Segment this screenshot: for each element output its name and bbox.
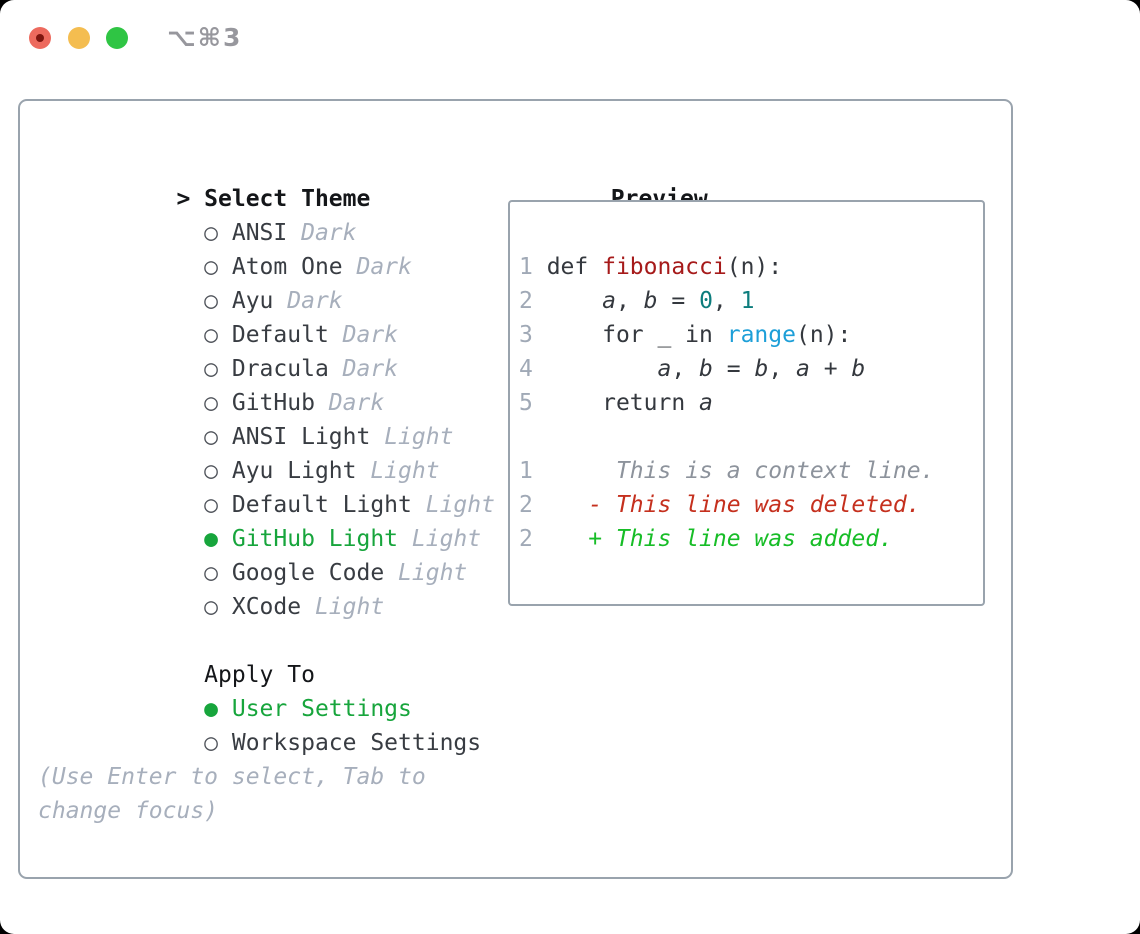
code-line-1: 1 def fibonacci(n):	[519, 254, 783, 280]
titlebar: ⌥⌘3	[0, 0, 1140, 76]
theme-variant-label: Light	[425, 492, 495, 518]
theme-variant-label: Light	[384, 424, 454, 450]
radio-icon: ○	[204, 424, 219, 450]
radio-icon: ○	[204, 560, 219, 586]
theme-variant-label: Dark	[328, 390, 385, 416]
theme-item[interactable]: ○ Default Dark	[38, 284, 495, 348]
radio-icon: ○	[204, 458, 219, 484]
diff-context-line: 1 This is a context line.	[519, 458, 935, 484]
apply-to-option[interactable]: ○ Workspace Settings	[38, 692, 495, 756]
theme-variant-label: Dark	[287, 288, 343, 314]
theme-name: Google Code	[231, 560, 385, 586]
keyboard-hint-line-1: (Use Enter to select, Tab to	[38, 764, 426, 790]
blank-line	[519, 420, 983, 454]
theme-name: GitHub Light	[231, 526, 399, 552]
code-line-2: 2 a, b = 0, 1	[519, 288, 755, 314]
theme-preview-box: 1 def fibonacci(n): 2 a, b = 0, 1 3 for …	[508, 200, 985, 606]
select-theme-title: Select Theme	[204, 186, 371, 212]
theme-item[interactable]: ○ ANSI Dark	[38, 182, 495, 246]
code-line-3: 3 for _ in range(n):	[519, 322, 852, 348]
apply-to-option-label: Workspace Settings	[231, 730, 482, 756]
radio-icon: ○	[204, 390, 219, 416]
theme-variant-label: Dark	[342, 356, 399, 382]
radio-icon: ○	[204, 356, 219, 382]
theme-name: Default	[231, 322, 329, 348]
theme-name: Ayu	[231, 288, 274, 314]
close-dot-icon	[36, 34, 44, 42]
theme-item[interactable]: ○ ANSI Light Light	[38, 386, 495, 450]
apply-to-option[interactable]: ● User Settings	[38, 658, 495, 722]
theme-variant-label: Dark	[356, 254, 412, 280]
radio-icon: ○	[204, 492, 219, 518]
theme-variant-label: Light	[411, 526, 482, 552]
theme-item[interactable]: ○ Default Light Light	[38, 454, 495, 518]
radio-icon: ●	[204, 696, 219, 722]
theme-item[interactable]: ○ Dracula Dark	[38, 318, 495, 382]
theme-name: ANSI	[231, 220, 288, 246]
theme-item[interactable]: ● GitHub Light Light	[38, 488, 495, 552]
window-title-shortcut: ⌥⌘3	[167, 23, 243, 52]
minimize-button[interactable]	[68, 27, 90, 49]
radio-icon: ○	[204, 594, 219, 620]
theme-name: XCode	[231, 594, 302, 620]
theme-item[interactable]: ○ Ayu Dark	[38, 250, 495, 314]
theme-variant-label: Light	[314, 594, 385, 620]
theme-name: GitHub	[231, 390, 315, 416]
theme-variant-label: Dark	[301, 220, 357, 246]
theme-item[interactable]: ○ XCode Light	[38, 556, 495, 620]
radio-icon: ●	[204, 526, 219, 552]
keyboard-hint-line-2: change focus)	[38, 798, 219, 824]
apply-to-header: Apply To	[38, 624, 495, 688]
theme-item[interactable]: ○ Ayu Light Light	[38, 420, 495, 484]
theme-name: Dracula	[231, 356, 329, 382]
theme-name: Ayu Light	[231, 458, 357, 484]
select-theme-header: > Select Theme	[38, 148, 495, 212]
close-button[interactable]	[29, 27, 51, 49]
theme-variant-label: Dark	[342, 322, 399, 348]
radio-icon: ○	[204, 254, 219, 280]
radio-icon: ○	[204, 220, 219, 246]
radio-icon: ○	[204, 322, 219, 348]
radio-icon: ○	[204, 288, 219, 314]
theme-variant-label: Light	[370, 458, 440, 484]
cursor-arrow-icon: >	[176, 186, 191, 212]
theme-variant-label: Light	[398, 560, 468, 586]
theme-item[interactable]: ○ Atom One Dark	[38, 216, 495, 280]
zoom-button[interactable]	[106, 27, 128, 49]
diff-added-line: 2 + This line was added.	[519, 526, 893, 552]
preview-header: Preview	[500, 148, 708, 212]
code-line-4: 4 a, b = b, a + b	[519, 356, 866, 382]
theme-item[interactable]: ○ Google Code Light	[38, 522, 495, 586]
theme-name: ANSI Light	[231, 424, 371, 450]
apply-to-option-label: User Settings	[231, 696, 412, 722]
radio-icon: ○	[204, 730, 219, 756]
theme-name: Default Light	[231, 492, 412, 518]
code-line-5: 5 return a	[519, 390, 713, 416]
diff-deleted-line: 2 - This line was deleted.	[519, 492, 921, 518]
theme-item[interactable]: ○ GitHub Dark	[38, 352, 495, 416]
code-preview: 1 def fibonacci(n): 2 a, b = 0, 1 3 for …	[510, 202, 983, 556]
apply-to-title: Apply To	[204, 662, 315, 688]
theme-name: Atom One	[231, 254, 343, 280]
